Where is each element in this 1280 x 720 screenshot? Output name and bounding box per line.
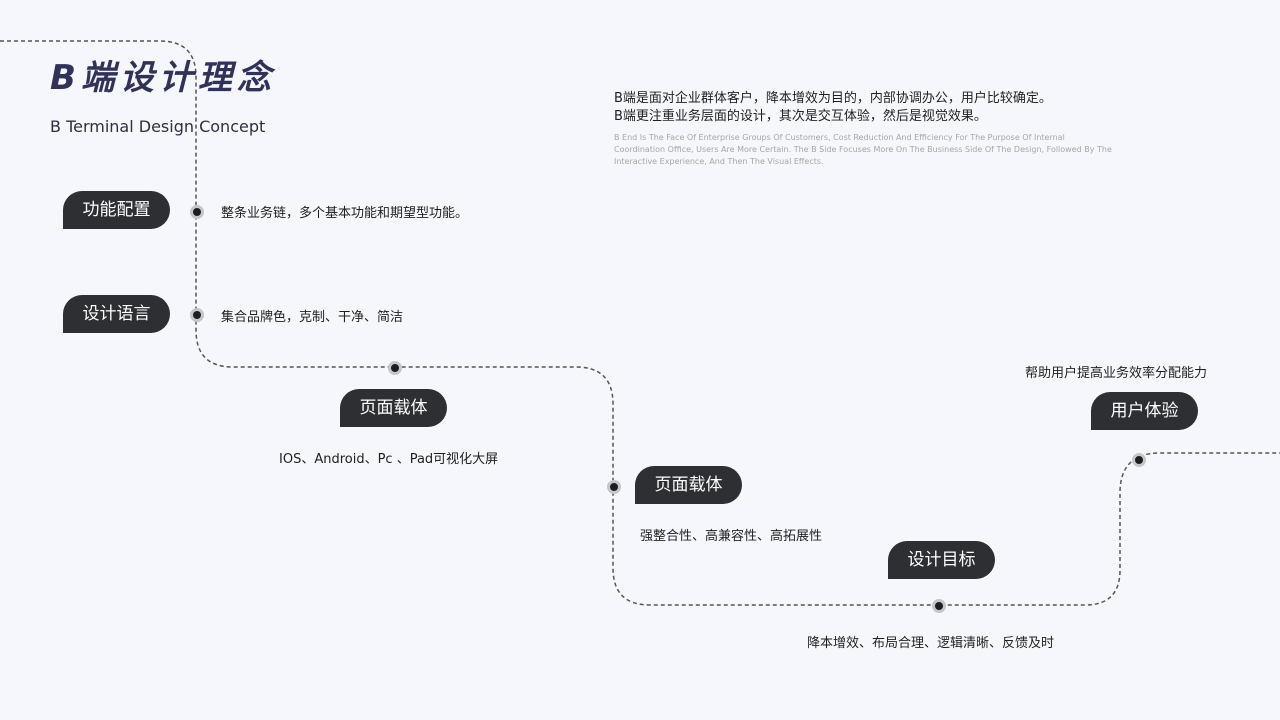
step-5-node	[932, 599, 946, 613]
step-4-label-pill: 页面载体	[635, 466, 742, 504]
step-2-node	[190, 308, 204, 322]
step-2-label-pill: 设计语言	[63, 295, 170, 333]
step-3-description: IOS、Android、Pc 、Pad可视化大屏	[279, 452, 499, 467]
intro-en-text: B End Is The Face Of Enterprise Groups O…	[614, 133, 1112, 166]
step-1-node	[190, 205, 204, 219]
step-3-node	[388, 361, 402, 375]
step-4-node	[607, 480, 621, 494]
step-3-label-pill: 页面载体	[340, 389, 447, 427]
step-1-description: 整条业务链，多个基本功能和期望型功能。	[221, 206, 469, 221]
intro-block: B端是面对企业群体客户，降本增效为目的，内部协调办公，用户比较确定。 B端更注重…	[614, 90, 1134, 168]
step-4-description: 强整合性、高兼容性、高拓展性	[640, 529, 823, 544]
intro-cn-line-1: B端是面对企业群体客户，降本增效为目的，内部协调办公，用户比较确定。	[614, 91, 1052, 106]
page-title: B端设计理念	[50, 58, 276, 98]
step-5-label-pill: 设计目标	[888, 541, 995, 579]
step-2-description: 集合品牌色，克制、干净、简洁	[221, 310, 404, 325]
intro-cn-line-2: B端更注重业务层面的设计，其次是交互体验，然后是视觉效果。	[614, 109, 987, 124]
step-1-label-pill: 功能配置	[63, 191, 170, 229]
step-6-label-pill: 用户体验	[1091, 392, 1198, 430]
page-subtitle: B Terminal Design Concept	[50, 117, 266, 136]
step-5-description: 降本增效、布局合理、逻辑清晰、反馈及时	[807, 636, 1055, 651]
step-6-description: 帮助用户提高业务效率分配能力	[1025, 366, 1208, 381]
step-6-node	[1132, 453, 1146, 467]
